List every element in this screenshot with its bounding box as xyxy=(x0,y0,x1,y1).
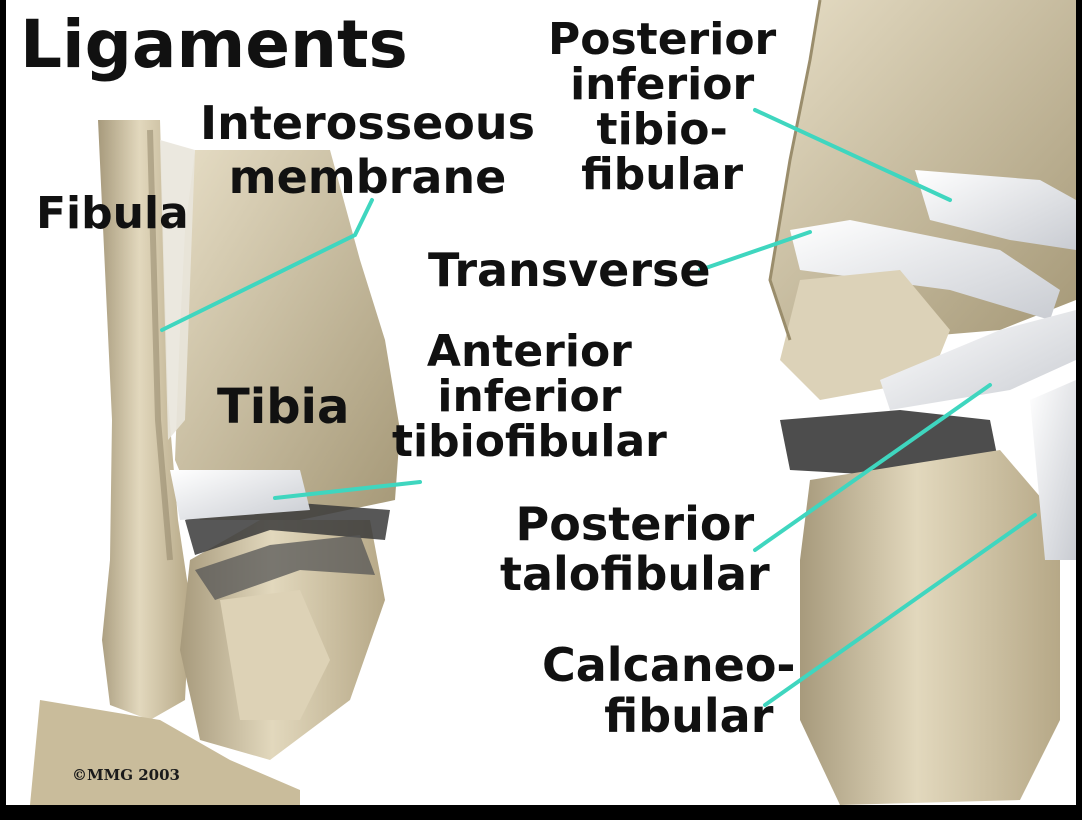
label-pit-line1: Posterior xyxy=(548,18,776,63)
label-cf-line2: fibular xyxy=(542,691,796,742)
label-pit-line3: tibio- xyxy=(548,108,776,153)
label-tibia: Tibia xyxy=(217,383,349,431)
label-transverse: Transverse xyxy=(428,247,711,293)
label-posterior-inferior-tibiofibular: Posterior inferior tibio- fibular xyxy=(548,18,776,198)
label-calcaneofibular: Calcaneo- fibular xyxy=(542,640,796,741)
label-ptf-line1: Posterior xyxy=(500,500,770,550)
label-ptf-line2: talofibular xyxy=(500,550,770,600)
label-ait-line1: Anterior xyxy=(392,330,667,375)
label-posterior-talofibular: Posterior talofibular xyxy=(500,500,770,599)
label-pit-line4: fibular xyxy=(548,153,776,198)
label-interosseous-line1: Interosseous xyxy=(200,100,535,146)
copyright-notice: ©MMG 2003 xyxy=(72,766,180,784)
label-anterior-inferior-tibiofibular: Anterior inferior tibiofibular xyxy=(392,330,667,465)
page-title: Ligaments xyxy=(20,6,408,83)
calcaneus-bone xyxy=(800,450,1060,805)
label-cf-line1: Calcaneo- xyxy=(542,640,796,691)
label-pit-line2: inferior xyxy=(548,63,776,108)
label-fibula: Fibula xyxy=(36,192,189,236)
label-interosseous-membrane: Interosseous membrane xyxy=(200,100,535,200)
label-interosseous-line2: membrane xyxy=(200,154,535,200)
label-ait-line2: inferior xyxy=(392,375,667,420)
label-ait-line3: tibiofibular xyxy=(392,420,667,465)
